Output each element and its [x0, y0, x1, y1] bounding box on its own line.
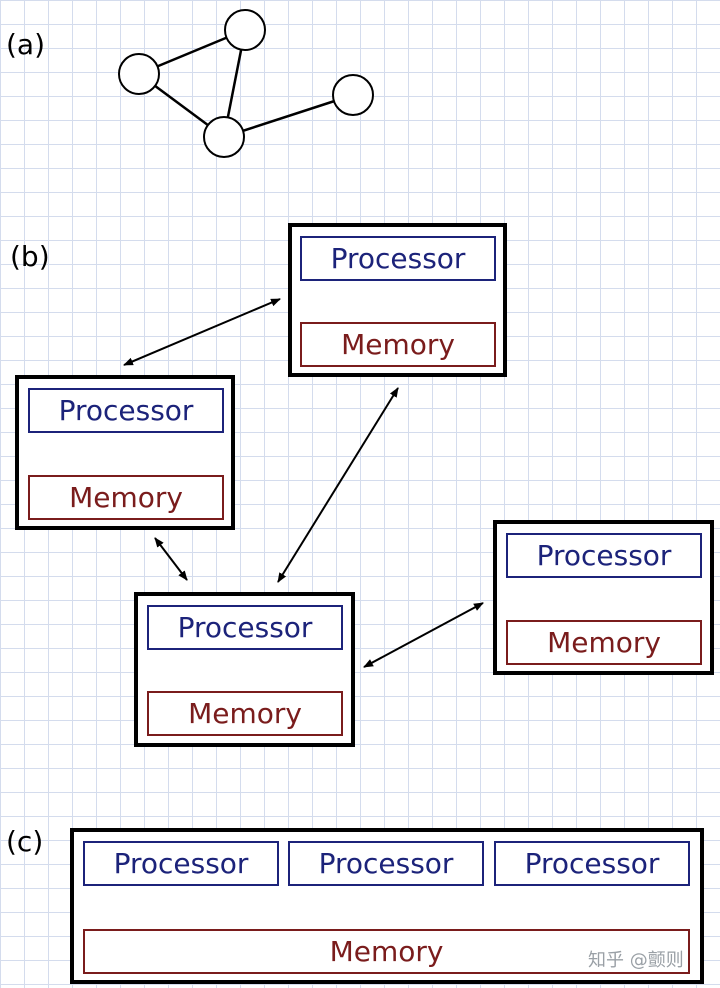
computer-node-center: Processor Memory [134, 592, 355, 747]
memory-box: Memory [28, 475, 224, 520]
watermark: 知乎 @颤则 [588, 950, 684, 971]
computer-node-top: Processor Memory [288, 223, 507, 377]
network-link-arrow [154, 537, 188, 581]
computer-node-left: Processor Memory [15, 375, 235, 530]
processor-box: Processor [506, 533, 702, 578]
memory-box: Memory [300, 322, 496, 367]
memory-box: Memory [147, 691, 343, 736]
graph-node [224, 9, 266, 51]
shared-memory-box: Memory [83, 929, 690, 974]
panel-label-c: (c) [6, 825, 44, 858]
network-link-arrow [123, 298, 281, 366]
processor-box: Processor [28, 388, 224, 433]
processor-box: Processor [83, 841, 279, 886]
computer-node-right: Processor Memory [493, 520, 714, 675]
processor-box: Processor [147, 605, 343, 650]
processor-box: Processor [288, 841, 484, 886]
network-link-arrow [363, 602, 484, 668]
graph-node [203, 116, 245, 158]
shared-memory-machine: Processor Processor Processor Memory [70, 828, 704, 984]
processor-box: Processor [300, 236, 496, 281]
panel-label-b: (b) [10, 240, 50, 273]
graph-edge [223, 93, 354, 139]
processor-box: Processor [494, 841, 690, 886]
graph-node [118, 53, 160, 95]
network-link-arrow [277, 387, 399, 583]
graph-node [332, 74, 374, 116]
memory-box: Memory [506, 620, 702, 665]
panel-label-a: (a) [6, 28, 46, 61]
